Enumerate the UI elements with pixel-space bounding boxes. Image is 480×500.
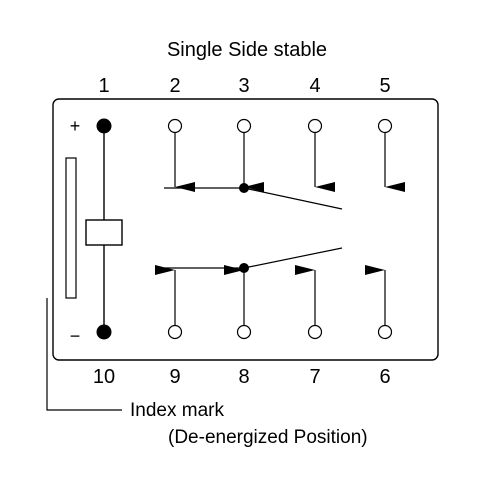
pin-1-terminal xyxy=(96,118,112,134)
pin-label-bottom: 8 xyxy=(238,366,249,388)
pin-6-terminal xyxy=(377,324,393,340)
pin-label-bottom: 7 xyxy=(309,366,320,388)
minus-sign: − xyxy=(70,326,81,346)
pin-label-bottom: 10 xyxy=(93,366,115,388)
pin-label-bottom: 6 xyxy=(379,366,390,388)
diagram-title: Single Side stable xyxy=(167,39,327,61)
pin-7-terminal xyxy=(307,324,323,340)
pin-2-terminal xyxy=(167,118,183,134)
index-mark-sublabel: (De-energized Position) xyxy=(168,427,368,448)
upper-pivot-dot xyxy=(239,183,249,193)
pin-label-top: 3 xyxy=(238,75,249,97)
index-mark-leader xyxy=(46,298,122,411)
pin-9-terminal xyxy=(167,324,183,340)
pin-label-top: 4 xyxy=(309,75,320,97)
index-mark-bar xyxy=(65,157,77,299)
index-mark-label: Index mark xyxy=(130,400,224,421)
pin-label-top: 1 xyxy=(98,75,109,97)
package-outline xyxy=(52,98,439,361)
pin-5-terminal xyxy=(377,118,393,134)
pin-8-terminal xyxy=(236,324,252,340)
pin-4-terminal xyxy=(307,118,323,134)
pin-label-top: 2 xyxy=(169,75,180,97)
pin-label-bottom: 9 xyxy=(169,366,180,388)
pin-3-terminal xyxy=(236,118,252,134)
upper-movable-contact xyxy=(243,187,343,210)
pin-10-terminal xyxy=(96,324,112,340)
lower-movable-contact xyxy=(243,247,343,269)
coil-symbol xyxy=(85,219,123,246)
pin-label-top: 5 xyxy=(379,75,390,97)
lower-pivot-dot xyxy=(239,263,249,273)
plus-sign: + xyxy=(70,116,81,136)
